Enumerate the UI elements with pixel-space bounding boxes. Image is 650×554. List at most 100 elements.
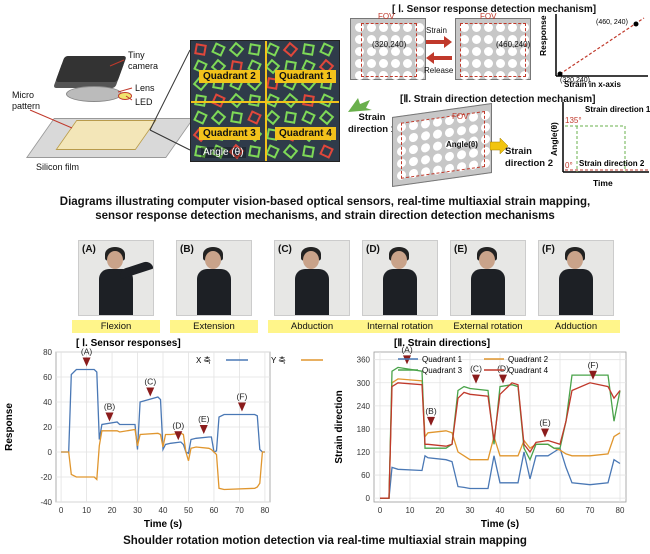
pattern-square <box>265 42 280 57</box>
annotation-label: (C) <box>470 364 482 374</box>
pattern-square <box>282 41 299 58</box>
y-tick-label: 240 <box>357 402 371 411</box>
person-body <box>295 269 329 315</box>
pattern-dot <box>496 35 505 44</box>
pattern-square <box>301 110 316 125</box>
y-tick-label: 40 <box>43 398 52 407</box>
strain-direction-1-arrow <box>348 98 372 112</box>
motion-marker <box>499 374 507 384</box>
motion-photo <box>538 240 614 316</box>
motion-marker <box>589 370 597 380</box>
y-tick-label: 0 <box>366 494 371 503</box>
annotation-label: (C) <box>144 377 156 387</box>
pattern-dot <box>403 71 412 80</box>
x-tick-label: 70 <box>586 506 595 515</box>
y-tick-label: 20 <box>43 423 52 432</box>
photo-letter: (B) <box>180 244 194 255</box>
motion-photo <box>78 240 154 316</box>
motion-marker <box>541 428 549 438</box>
legend-text: Y 축 <box>271 356 286 365</box>
pattern-dot <box>403 59 412 68</box>
pattern-square <box>265 144 280 159</box>
fov-label-c: FOV <box>452 112 469 121</box>
pattern-dot <box>496 71 505 80</box>
response-point-high <box>633 21 639 27</box>
pattern-square <box>264 109 281 126</box>
motion-label: Flexion <box>72 320 160 333</box>
pattern-dot <box>391 59 400 68</box>
annotation-label: (E) <box>198 414 210 424</box>
pattern-dot <box>379 23 388 32</box>
x-tick-label: 30 <box>466 506 475 515</box>
tiny-camera-label: Tiny camera <box>128 50 159 71</box>
pattern-dot <box>484 35 493 44</box>
motion-marker <box>82 357 91 367</box>
pattern-square <box>318 109 335 126</box>
y-tick-label: 180 <box>357 425 371 434</box>
motion-marker <box>427 416 435 426</box>
deg0-label: 0° <box>565 161 573 170</box>
pattern-dot <box>379 47 388 56</box>
person-head <box>107 251 123 269</box>
annotation-label: (F) <box>588 360 599 370</box>
angle-plot-xlabel: Time <box>593 178 613 188</box>
photo-letter: (A) <box>82 244 96 255</box>
x-tick-label: 20 <box>436 506 445 515</box>
led-illustration <box>118 92 132 100</box>
pattern-dot <box>415 59 424 68</box>
y-tick-label: -20 <box>40 473 52 482</box>
x-tick-label: 30 <box>133 506 142 515</box>
fov-label-a: FOV <box>378 12 395 21</box>
motion-label: Adduction <box>532 320 620 333</box>
annotation-label: (F) <box>237 392 248 402</box>
pattern-dot <box>355 71 364 80</box>
pattern-dot <box>355 59 364 68</box>
pattern-dot <box>379 59 388 68</box>
pattern-square <box>302 43 315 56</box>
response-plot-xlabel: Strain in x-axis <box>564 80 621 89</box>
pattern-dot <box>496 23 505 32</box>
legend-text: Quadrant 4 <box>508 366 549 375</box>
person-body <box>471 269 505 315</box>
pattern-dot <box>391 71 400 80</box>
motion-photo <box>176 240 252 316</box>
person-body <box>383 269 417 315</box>
annotation-label: (D) <box>497 364 509 374</box>
lens-label: Lens <box>135 83 155 93</box>
strain-label: Strain <box>426 26 447 35</box>
pattern-dot <box>367 47 376 56</box>
pattern-dot <box>520 35 529 44</box>
device-leader-lines <box>29 59 133 129</box>
legend-text: Quadrant 2 <box>508 355 549 364</box>
strain-release-arrows: Strain Release <box>424 26 453 76</box>
motion-label: Abduction <box>268 320 356 333</box>
motion-label: Extension <box>170 320 258 333</box>
person-body <box>559 269 593 315</box>
chart-title: [Ⅱ. Strain directions] <box>394 338 490 349</box>
x-tick-label: 50 <box>526 506 535 515</box>
motion-marker <box>105 412 114 422</box>
section2-title: [Ⅱ. Strain direction detection mechanism… <box>400 94 596 105</box>
y-tick-label: 120 <box>357 448 371 457</box>
angle-label-2: Angle(θ) <box>446 140 478 149</box>
pattern-dot <box>460 47 469 56</box>
pattern-dot <box>367 23 376 32</box>
x-tick-label: 0 <box>59 506 64 515</box>
person-head <box>567 251 583 269</box>
motion-marker <box>237 402 246 412</box>
motion-marker <box>146 387 155 397</box>
pattern-dot <box>472 71 481 80</box>
pattern-dot <box>460 35 469 44</box>
photo-letter: (C) <box>278 244 292 255</box>
x-tick-label: 60 <box>209 506 218 515</box>
series-line <box>380 382 621 499</box>
x-tick-label: 50 <box>184 506 193 515</box>
pattern-dot <box>460 23 469 32</box>
response-point-low <box>557 71 563 77</box>
sd1-plot-label: Strain direction 1 <box>585 105 650 114</box>
response-point-low-label: (320,240) <box>560 77 590 84</box>
pattern-dot <box>472 35 481 44</box>
motion-photo <box>274 240 350 316</box>
pattern-dot <box>496 47 505 56</box>
motion-photo <box>362 240 438 316</box>
